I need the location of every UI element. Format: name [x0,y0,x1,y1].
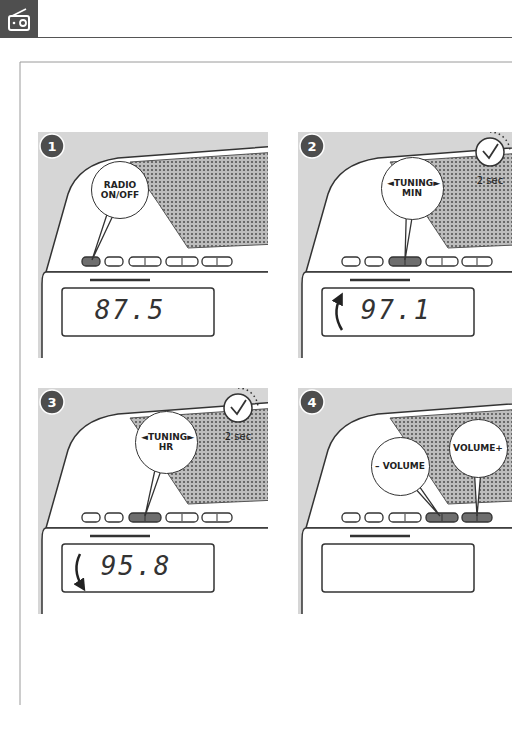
radio-button [82,513,100,522]
radio-top [306,402,512,528]
button-label: – VOLUME [375,461,425,471]
radio-button [202,257,232,266]
display-readout: 87.5 [95,295,166,325]
section-icon [0,0,38,38]
radio-icon [12,9,26,16]
callout-bubble: ◄TUNING► HR [135,411,198,474]
step-badge [300,134,324,158]
radio-button [105,513,123,522]
button-divider [477,258,478,265]
front-slit [350,279,410,282]
step-badge [40,134,64,158]
radio-button [365,513,383,522]
callout-bubble: RADIO ON/OFF [91,161,149,219]
step-panel [38,132,278,372]
radio-icon [13,22,16,25]
step-number: 4 [307,395,316,410]
callout-bubble: VOLUME+ [449,419,508,478]
step-badge [300,390,324,414]
radio-button [342,513,360,522]
button-label: ◄TUNING► HR [141,432,191,453]
radio-button [342,257,360,266]
display-window [62,288,214,336]
display-readout: 95.8 [101,551,172,581]
button-divider [182,514,183,521]
display-window [322,544,474,592]
step-panel [298,132,512,372]
button-divider [217,258,218,265]
front-slit [350,535,410,538]
radio-button [82,257,100,266]
hold-time: 2 sec [225,431,251,442]
radio-front [42,528,268,614]
button-label: ◄TUNING► MIN [387,178,437,199]
radio-button [365,257,383,266]
radio-front [302,528,512,614]
button-divider [442,514,443,521]
radio-button [426,513,458,522]
speaker-grill [130,152,268,248]
radio-button [462,257,492,266]
tuning-arrow [76,554,82,586]
radio-top [46,146,268,272]
radio-button [129,257,161,266]
step-panel [298,388,512,628]
frame-line [20,62,512,63]
radio-front [42,272,268,358]
radio-top [306,146,512,272]
display-window [322,288,474,336]
front-slit [90,279,150,282]
step-number: 3 [47,395,56,410]
radio-button [202,513,232,522]
timer-icon [224,388,258,422]
button-divider [442,258,443,265]
radio-button [389,513,421,522]
step-badge [40,390,64,414]
button-divider [217,514,218,521]
button-label: RADIO ON/OFF [98,180,142,201]
button-divider [182,258,183,265]
tuning-arrow [336,298,342,330]
radio-button [426,257,458,266]
callout-bubble: – VOLUME [371,437,430,496]
step-panel [38,388,278,628]
radio-button [166,257,198,266]
timer-icon [476,132,510,166]
header-rule [38,37,512,38]
button-divider [145,258,146,265]
radio-button [166,513,198,522]
callout-bubble: ◄TUNING► MIN [381,157,444,220]
button-label: VOLUME+ [453,443,503,453]
radio-front [302,272,512,358]
radio-icon [9,16,29,30]
front-slit [90,535,150,538]
step-number: 1 [47,139,56,154]
display-window [62,544,214,592]
button-divider [405,514,406,521]
display-readout: 97.1 [361,295,432,325]
hold-time: 2 sec [477,175,503,186]
radio-button [105,257,123,266]
frame-line [20,62,21,705]
step-number: 2 [307,139,316,154]
radio-icon [20,20,26,26]
